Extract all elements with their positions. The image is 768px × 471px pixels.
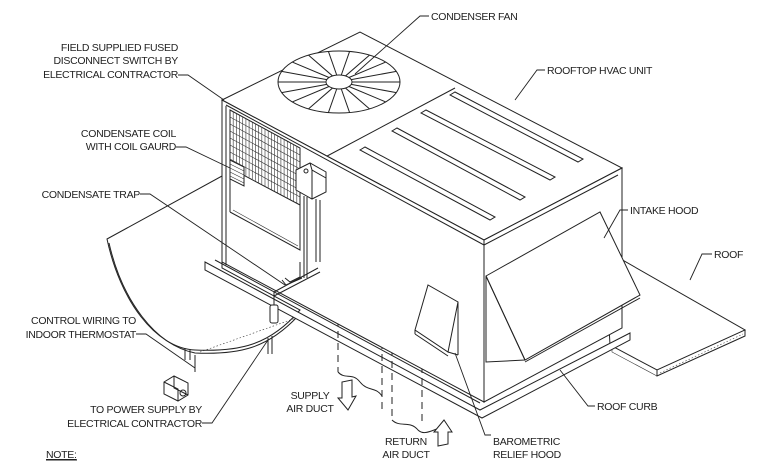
- label-return-duct-line1: RETURN: [385, 436, 427, 448]
- disconnect-switch: [295, 162, 327, 278]
- label-condenser-fan: CONDENSER FAN: [431, 11, 518, 23]
- label-condensate-trap: CONDENSATE TRAP: [42, 189, 141, 201]
- barometric-relief-hood: [414, 284, 459, 357]
- label-rooftop-hvac-unit: ROOFTOP HVAC UNIT: [547, 65, 653, 77]
- label-intake-hood: INTAKE HOOD: [630, 205, 699, 217]
- label-disconnect-line2: DISCONNECT SWITCH BY: [54, 55, 179, 67]
- leader-lines: [136, 15, 712, 436]
- power-junction-box: [163, 355, 196, 402]
- coil-tube: [229, 137, 301, 177]
- label-power-supply-line1: TO POWER SUPPLY BY: [90, 404, 202, 416]
- fan-blade: [292, 86, 330, 103]
- supply-air-arrow: [336, 379, 358, 411]
- intake-hood: [485, 211, 641, 363]
- label-barometric-line2: RELIEF HOOD: [493, 449, 562, 461]
- return-air-arrow: [432, 419, 453, 447]
- label-barometric-line1: BAROMETRIC: [493, 436, 561, 448]
- coil-tube: [229, 123, 301, 163]
- labels: CONDENSER FAN ROOFTOP HVAC UNIT FIELD SU…: [26, 11, 744, 461]
- label-roof: ROOF: [714, 249, 743, 261]
- fan-blade: [348, 86, 386, 103]
- coil-tube: [229, 130, 301, 170]
- roof-curb: [204, 259, 631, 419]
- fan-blade: [327, 88, 338, 113]
- fan-blade: [292, 61, 330, 78]
- coil-guard-grille: [229, 159, 245, 187]
- fan-blade: [345, 54, 370, 77]
- coil-tube: [229, 116, 301, 156]
- label-condensate-coil-line2: WITH COIL GAURD: [86, 141, 177, 153]
- label-disconnect-line3: ELECTRICAL CONTRACTOR: [43, 69, 179, 81]
- coil-tube: [229, 151, 301, 191]
- label-disconnect-line1: FIELD SUPPLIED FUSED: [61, 42, 179, 54]
- label-control-wiring-line2: INDOOR THERMOSTAT: [26, 329, 137, 341]
- label-roof-curb: ROOF CURB: [597, 401, 658, 413]
- top-louvers: [358, 91, 585, 221]
- fan-blade: [345, 87, 370, 110]
- fan-blade: [281, 83, 327, 94]
- fan-blade: [348, 61, 386, 78]
- fan-blade: [351, 83, 397, 94]
- fan-blade: [281, 70, 327, 81]
- fan-blade: [351, 70, 397, 81]
- fan-blade: [340, 88, 351, 113]
- label-condensate-coil-line1: CONDENSATE COIL: [81, 128, 177, 140]
- fan-blade: [308, 87, 333, 110]
- condenser-fan: [277, 50, 401, 114]
- label-supply-duct-line2: AIR DUCT: [286, 403, 334, 415]
- label-supply-duct-line1: SUPPLY: [291, 390, 330, 402]
- condensate-trap: [269, 262, 321, 324]
- fan-blade: [327, 51, 338, 76]
- label-note: NOTE:: [46, 449, 77, 461]
- label-control-wiring-line1: CONTROL WIRING TO: [31, 315, 136, 327]
- fan-blade: [308, 54, 333, 77]
- coil-tube: [229, 144, 301, 184]
- label-power-supply-line2: ELECTRICAL CONTRACTOR: [67, 418, 203, 430]
- label-return-duct-line2: AIR DUCT: [382, 449, 430, 461]
- fan-blade: [340, 51, 351, 76]
